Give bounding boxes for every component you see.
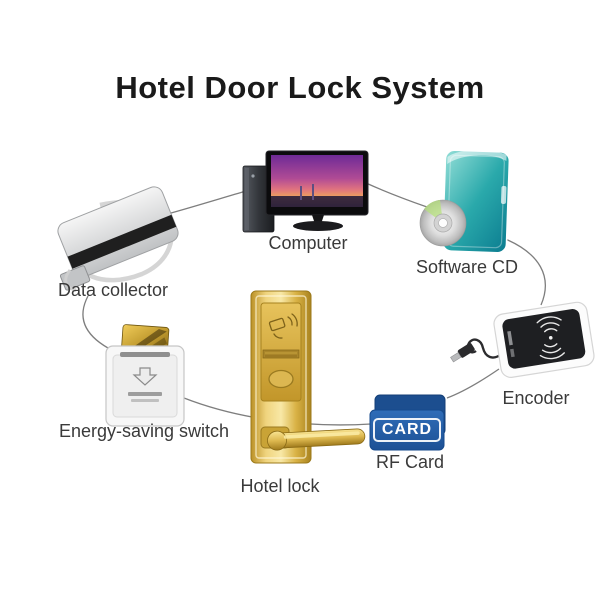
- energy-saving-switch-label: Energy-saving switch: [58, 421, 230, 441]
- rf-card-label: RF Card: [375, 452, 445, 472]
- data-collector-label: Data collector: [57, 280, 169, 300]
- curve-datacollector-computer: [170, 190, 247, 214]
- switch-face: [112, 354, 178, 418]
- curve-energyswitch-datacollector: [82, 295, 109, 349]
- encoder-panel: [502, 309, 586, 369]
- insert-card-arrow-icon: [132, 367, 158, 386]
- switch-card-slot: [120, 352, 170, 357]
- energy-saving-switch-illustration: [105, 324, 185, 427]
- rf-card-illustration: [369, 394, 446, 451]
- data-collector-illustration: [57, 186, 179, 292]
- cd-disc: [419, 199, 467, 247]
- switch-text-line: [128, 392, 162, 396]
- lock-card-slot: [262, 349, 300, 359]
- monitor-base: [293, 221, 343, 231]
- curve-encoder-rfcard: [446, 368, 500, 399]
- collector-cable-tail: [64, 269, 77, 292]
- screen-foreground: [271, 196, 363, 207]
- computer-label: Computer: [268, 233, 348, 253]
- rf-card-front: [369, 409, 445, 451]
- hotel-lock-illustration: [250, 290, 366, 464]
- encoder-label: Encoder: [502, 388, 570, 408]
- hotel-lock-label: Hotel lock: [240, 476, 320, 496]
- encoder-illustration: [450, 301, 595, 378]
- software-cd-label: Software CD: [415, 257, 519, 277]
- rf-card-text: CARD: [372, 417, 442, 443]
- tower-power-button: [251, 174, 255, 178]
- rfid-waves-icon: [536, 316, 565, 360]
- encoder-port-marks2: [510, 348, 515, 358]
- computer-illustration: [242, 150, 369, 233]
- tower-highlight: [245, 168, 249, 230]
- encoder-port-marks: [507, 330, 513, 346]
- screen-bridge-tower2: [312, 184, 314, 200]
- card-tap-icon: [268, 313, 298, 339]
- usb-plug-icon: [450, 343, 475, 363]
- cd-hole: [438, 218, 448, 228]
- curve-computer-softwarecd: [365, 182, 428, 208]
- lock-keyhole-oval: [268, 369, 294, 389]
- collector-stripe: [67, 214, 177, 269]
- software-box-sheen: [447, 149, 507, 164]
- lock-plate-bevel: [255, 295, 307, 459]
- curve-softwarecd-encoder: [502, 237, 546, 306]
- software-cd-illustration: [419, 149, 511, 254]
- lock-handle: [267, 428, 366, 451]
- rf-card-label-area: CARD: [370, 410, 444, 450]
- page-title: Hotel Door Lock System: [115, 70, 485, 105]
- software-box-tab: [500, 185, 507, 204]
- switch-text-line2: [131, 399, 159, 402]
- screen-bridge-tower: [300, 186, 302, 200]
